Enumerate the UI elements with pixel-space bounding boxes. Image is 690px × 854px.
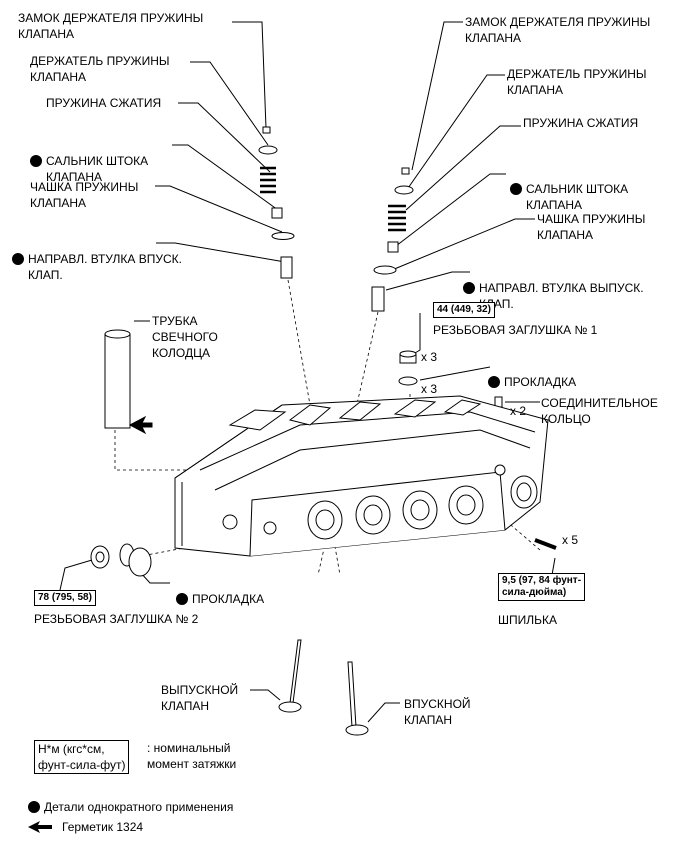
label-right-spring-retainer: ДЕРЖАТЕЛЬ ПРУЖИНЫ КЛАПАНА <box>507 67 647 97</box>
label-left-spring-retainer: ДЕРЖАТЕЛЬ ПРУЖИНЫ КЛАПАНА <box>30 54 170 84</box>
legend-torque-box: Н*м (кгс*см, фунт-сила-фут) <box>34 740 130 774</box>
torque-plug1: 44 (449, 32) <box>433 302 495 318</box>
label-left-retainer-lock: ЗАМОК ДЕРЖАТЕЛЯ ПРУЖИНЫ КЛАПАНА <box>18 11 204 41</box>
nonreusable-dot-icon <box>463 282 475 294</box>
qty-ring: x 2 <box>510 404 527 418</box>
label-gasket-1: ПРОКЛАДКА <box>488 358 576 390</box>
label-right-retainer-lock: ЗАМОК ДЕРЖАТЕЛЯ ПРУЖИНЫ КЛАПАНА <box>465 15 651 45</box>
right-valve-stack <box>371 167 414 312</box>
leader-stud <box>551 557 556 576</box>
legend-nonreusable: Детали однократного применения <box>28 783 233 815</box>
sealant-arrow-icon <box>28 821 52 833</box>
label-left-spring-seat: ЧАШКА ПРУЖИНЫ КЛАПАНА <box>30 180 139 210</box>
label-right-compression-spring: ПРУЖИНА СЖАТИЯ <box>523 116 639 130</box>
nonreusable-dot-icon <box>176 593 188 605</box>
label-spark-plug-tube: ТРУБКА СВЕЧНОГО КОЛОДЦА <box>152 314 218 360</box>
nonreusable-dot-icon <box>510 183 522 195</box>
label-right-spring-seat: ЧАШКА ПРУЖИНЫ КЛАПАНА <box>537 212 646 242</box>
legend-sealant: Герметик 1324 <box>62 820 144 834</box>
label-left-compression-spring: ПРУЖИНА СЖАТИЯ <box>46 96 162 110</box>
nonreusable-dot-icon <box>30 155 42 167</box>
left-valve-stack <box>258 126 295 279</box>
leader-plug2 <box>59 559 93 591</box>
label-threaded-plug-2: РЕЗЬБОВАЯ ЗАГЛУШКА № 2 <box>34 612 199 626</box>
qty-stud: x 5 <box>562 533 579 547</box>
label-threaded-plug-1: РЕЗЬБОВАЯ ЗАГЛУШКА № 1 <box>433 323 598 337</box>
leader-intake <box>367 702 400 723</box>
label-intake-guide-bush: НАПРАВЛ. ВТУЛКА ВПУСК. КЛАП. <box>12 235 182 283</box>
qty-plug1: x 3 <box>421 350 438 364</box>
leader-left-seal <box>172 144 279 211</box>
leader-left-spring <box>178 102 271 173</box>
spark-plug-tube <box>104 329 153 435</box>
nonreusable-dot-icon <box>28 801 40 813</box>
label-right-stem-seal: САЛЬНИК ШТОКА КЛАПАНА <box>510 165 628 213</box>
torque-stud: 9,5 (97, 84 фунт- сила-дюйма) <box>498 573 586 601</box>
nonreusable-dot-icon <box>12 253 24 265</box>
torque-plug2: 78 (795, 58) <box>34 590 96 606</box>
label-left-stem-seal: САЛЬНИК ШТОКА КЛАПАНА <box>30 137 148 185</box>
leader-left-seat <box>155 185 283 233</box>
leader-left-lock <box>232 21 267 129</box>
cylinder-head <box>174 395 549 557</box>
valves <box>278 639 369 736</box>
leader-right-seat <box>391 218 535 271</box>
leader-right-retainer <box>405 74 505 192</box>
leader-exhaust <box>250 689 281 701</box>
label-ring-pin: СОЕДИНИТЕЛЬНОЕ КОЛЬЦО <box>541 396 658 426</box>
nonreusable-dot-icon <box>488 376 500 388</box>
label-gasket-2: ПРОКЛАДКА <box>176 575 264 607</box>
legend-torque-desc: : номинальный момент затяжки <box>147 741 237 771</box>
leader-plug1 <box>409 313 421 357</box>
plug1-parts <box>398 350 557 550</box>
leader-left-guide <box>156 242 286 263</box>
leader-left-retainer <box>190 61 269 146</box>
leader-right-spring <box>405 125 521 211</box>
plug2-parts <box>90 543 152 577</box>
leader-gasket1 <box>419 366 491 381</box>
leader-right-lock <box>411 21 463 171</box>
label-exhaust-valve: ВЫПУСКНОЙ КЛАПАН <box>161 683 239 713</box>
label-exhaust-guide-bush: НАПРАВЛ. ВТУЛКА ВЫПУСК. КЛАП. <box>463 264 644 312</box>
qty-gasket1: x 3 <box>421 382 438 396</box>
leader-right-guide <box>385 271 470 291</box>
label-intake-valve: ВПУСКНОЙ КЛАПАН <box>404 697 471 727</box>
leader-right-seal <box>395 173 506 247</box>
label-stud: ШПИЛЬКА <box>498 613 557 627</box>
